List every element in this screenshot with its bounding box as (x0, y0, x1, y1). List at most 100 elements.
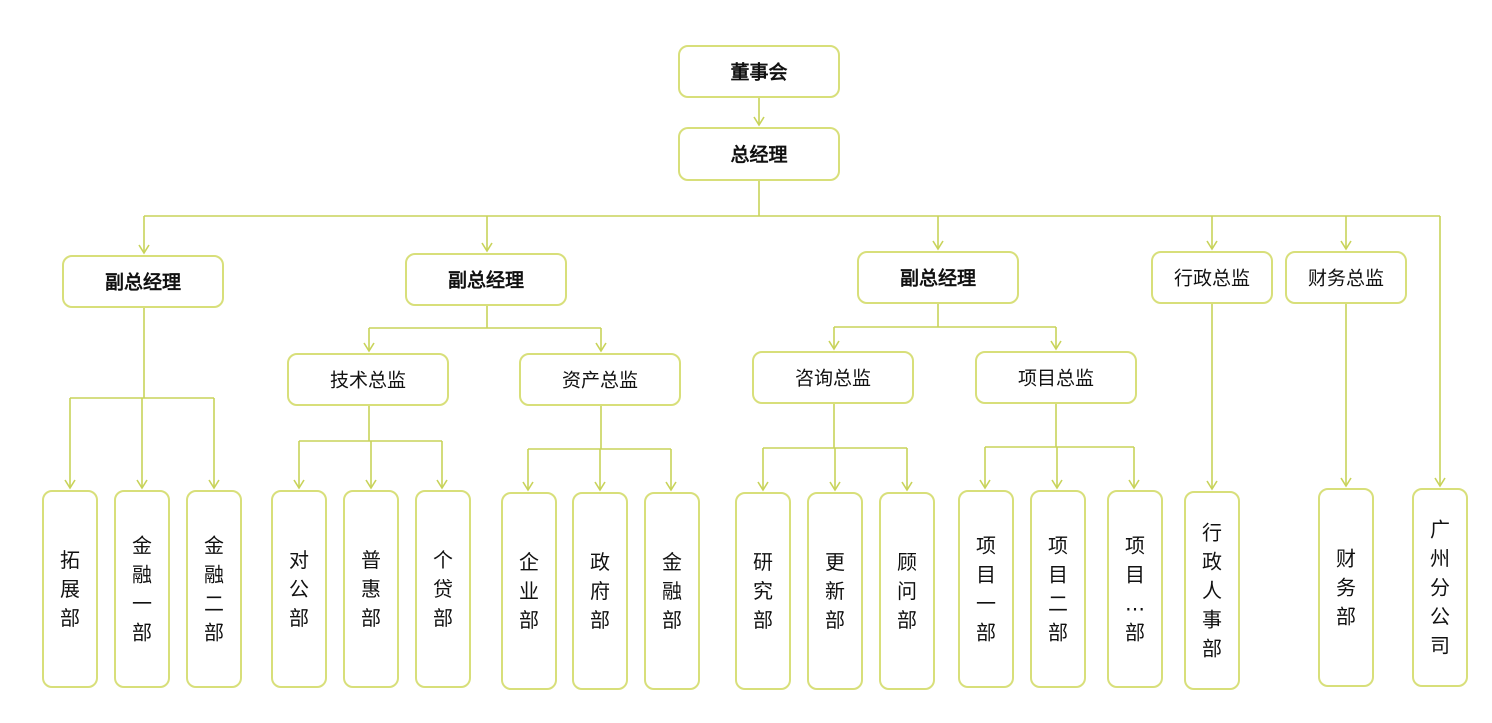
consult-director-box: 咨询总监 (752, 351, 914, 404)
dept-duigong-label: 对公部 (289, 548, 309, 630)
dept-tuozhan: 拓展部 (42, 490, 98, 688)
arrowhead-icon (757, 481, 769, 492)
connector-lines (69, 97, 1441, 490)
asset-director-box-label: 资产总监 (562, 370, 638, 392)
vp-box-1: 副总经理 (62, 255, 224, 308)
arrowhead-icon (979, 479, 991, 490)
arrowhead-icon (1051, 479, 1063, 490)
dept-zhengfu-label: 政府部 (590, 550, 610, 632)
dept-zhengfu: 政府部 (572, 492, 628, 690)
dept-tuozhan-frame (42, 490, 98, 688)
vp-box-2: 副总经理 (405, 253, 567, 306)
dept-gengxin-label: 更新部 (825, 550, 845, 632)
dept-gedai-frame (415, 490, 471, 688)
board-box-label: 董事会 (730, 61, 787, 84)
project-director-box-label: 项目总监 (1018, 368, 1094, 390)
tech-director-box: 技术总监 (287, 353, 449, 406)
dept-caiwu-frame (1318, 488, 1374, 687)
dept-xiangmu1-label: 项目一部 (976, 534, 996, 645)
connector-arrows (64, 116, 1446, 492)
dept-puhui-label: 普惠部 (361, 548, 381, 630)
dept-yanjiu-frame (735, 492, 791, 690)
dept-caiwu: 财务部 (1318, 488, 1374, 687)
finance-director-box: 财务总监 (1285, 251, 1407, 304)
vp-box-3: 副总经理 (857, 251, 1019, 304)
dept-guwen-label: 顾问部 (897, 550, 917, 632)
arrowhead-icon (1206, 240, 1218, 251)
finance-director-box-frame (1285, 251, 1407, 304)
dept-tuozhan-label: 拓展部 (60, 548, 80, 630)
dept-yanjiu-label: 研究部 (753, 550, 773, 632)
dept-zhengfu-frame (572, 492, 628, 690)
arrowhead-icon (595, 342, 607, 353)
dept-renshi: 行政人事部 (1184, 491, 1240, 690)
dept-xiangmu2-label: 项目二部 (1048, 534, 1068, 645)
tech-director-box-frame (287, 353, 449, 406)
dept-renshi-frame (1184, 491, 1240, 690)
gm-box-label: 总经理 (730, 143, 787, 166)
dept-xiangmu2: 项目二部 (1030, 490, 1086, 688)
vp-box-3-label: 副总经理 (900, 267, 976, 290)
dept-duigong-frame (271, 490, 327, 688)
dept-guangzhou: 广州分公司 (1412, 488, 1468, 687)
gm-box: 总经理 (678, 127, 840, 181)
arrowhead-icon (829, 481, 841, 492)
dept-xiangmu3-label: 项目…部 (1125, 534, 1145, 645)
arrowhead-icon (665, 481, 677, 492)
arrowhead-icon (136, 479, 148, 490)
arrowhead-icon (363, 342, 375, 353)
arrowhead-icon (293, 479, 305, 490)
arrowhead-icon (138, 244, 150, 255)
dept-xiangmu3-frame (1107, 490, 1163, 688)
dept-jinrong1: 金融一部 (114, 490, 170, 688)
vp-box-1-frame (62, 255, 224, 308)
dept-jinrong-label: 金融部 (662, 550, 682, 632)
dept-renshi-label: 行政人事部 (1202, 521, 1222, 661)
finance-director-box-label: 财务总监 (1308, 268, 1384, 290)
dept-puhui-frame (343, 490, 399, 688)
arrowhead-icon (481, 242, 493, 253)
arrowhead-icon (932, 240, 944, 251)
dept-guangzhou-frame (1412, 488, 1468, 687)
project-director-box: 项目总监 (975, 351, 1137, 404)
dept-guangzhou-label: 广州分公司 (1430, 518, 1450, 658)
org-boxes: 董事会总经理副总经理副总经理副总经理行政总监财务总监技术总监资产总监咨询总监项目… (42, 45, 1468, 690)
admin-director-box: 行政总监 (1151, 251, 1273, 304)
vp-box-3-frame (857, 251, 1019, 304)
asset-director-box: 资产总监 (519, 353, 681, 406)
arrowhead-icon (1050, 340, 1062, 351)
dept-jinrong1-label: 金融一部 (132, 534, 152, 645)
dept-xiangmu2-frame (1030, 490, 1086, 688)
asset-director-box-frame (519, 353, 681, 406)
arrowhead-icon (365, 479, 377, 490)
dept-gengxin-frame (807, 492, 863, 690)
arrowhead-icon (1128, 479, 1140, 490)
dept-puhui: 普惠部 (343, 490, 399, 688)
arrowhead-icon (901, 481, 913, 492)
vp-box-2-label: 副总经理 (448, 269, 524, 292)
dept-gengxin: 更新部 (807, 492, 863, 690)
arrowhead-icon (1340, 477, 1352, 488)
arrowhead-icon (1206, 480, 1218, 491)
consult-director-box-label: 咨询总监 (795, 368, 871, 390)
admin-director-box-frame (1151, 251, 1273, 304)
arrowhead-icon (1434, 477, 1446, 488)
arrowhead-icon (1340, 240, 1352, 251)
dept-qiye-frame (501, 492, 557, 690)
dept-gedai: 个贷部 (415, 490, 471, 688)
arrowhead-icon (208, 479, 220, 490)
dept-qiye: 企业部 (501, 492, 557, 690)
dept-guwen: 顾问部 (879, 492, 935, 690)
dept-yanjiu: 研究部 (735, 492, 791, 690)
dept-caiwu-label: 财务部 (1336, 547, 1356, 629)
arrowhead-icon (828, 340, 840, 351)
dept-duigong: 对公部 (271, 490, 327, 688)
dept-xiangmu1-frame (958, 490, 1014, 688)
dept-jinrong: 金融部 (644, 492, 700, 690)
dept-jinrong2-frame (186, 490, 242, 688)
dept-jinrong1-frame (114, 490, 170, 688)
dept-guwen-frame (879, 492, 935, 690)
arrowhead-icon (64, 479, 76, 490)
admin-director-box-label: 行政总监 (1174, 268, 1250, 290)
